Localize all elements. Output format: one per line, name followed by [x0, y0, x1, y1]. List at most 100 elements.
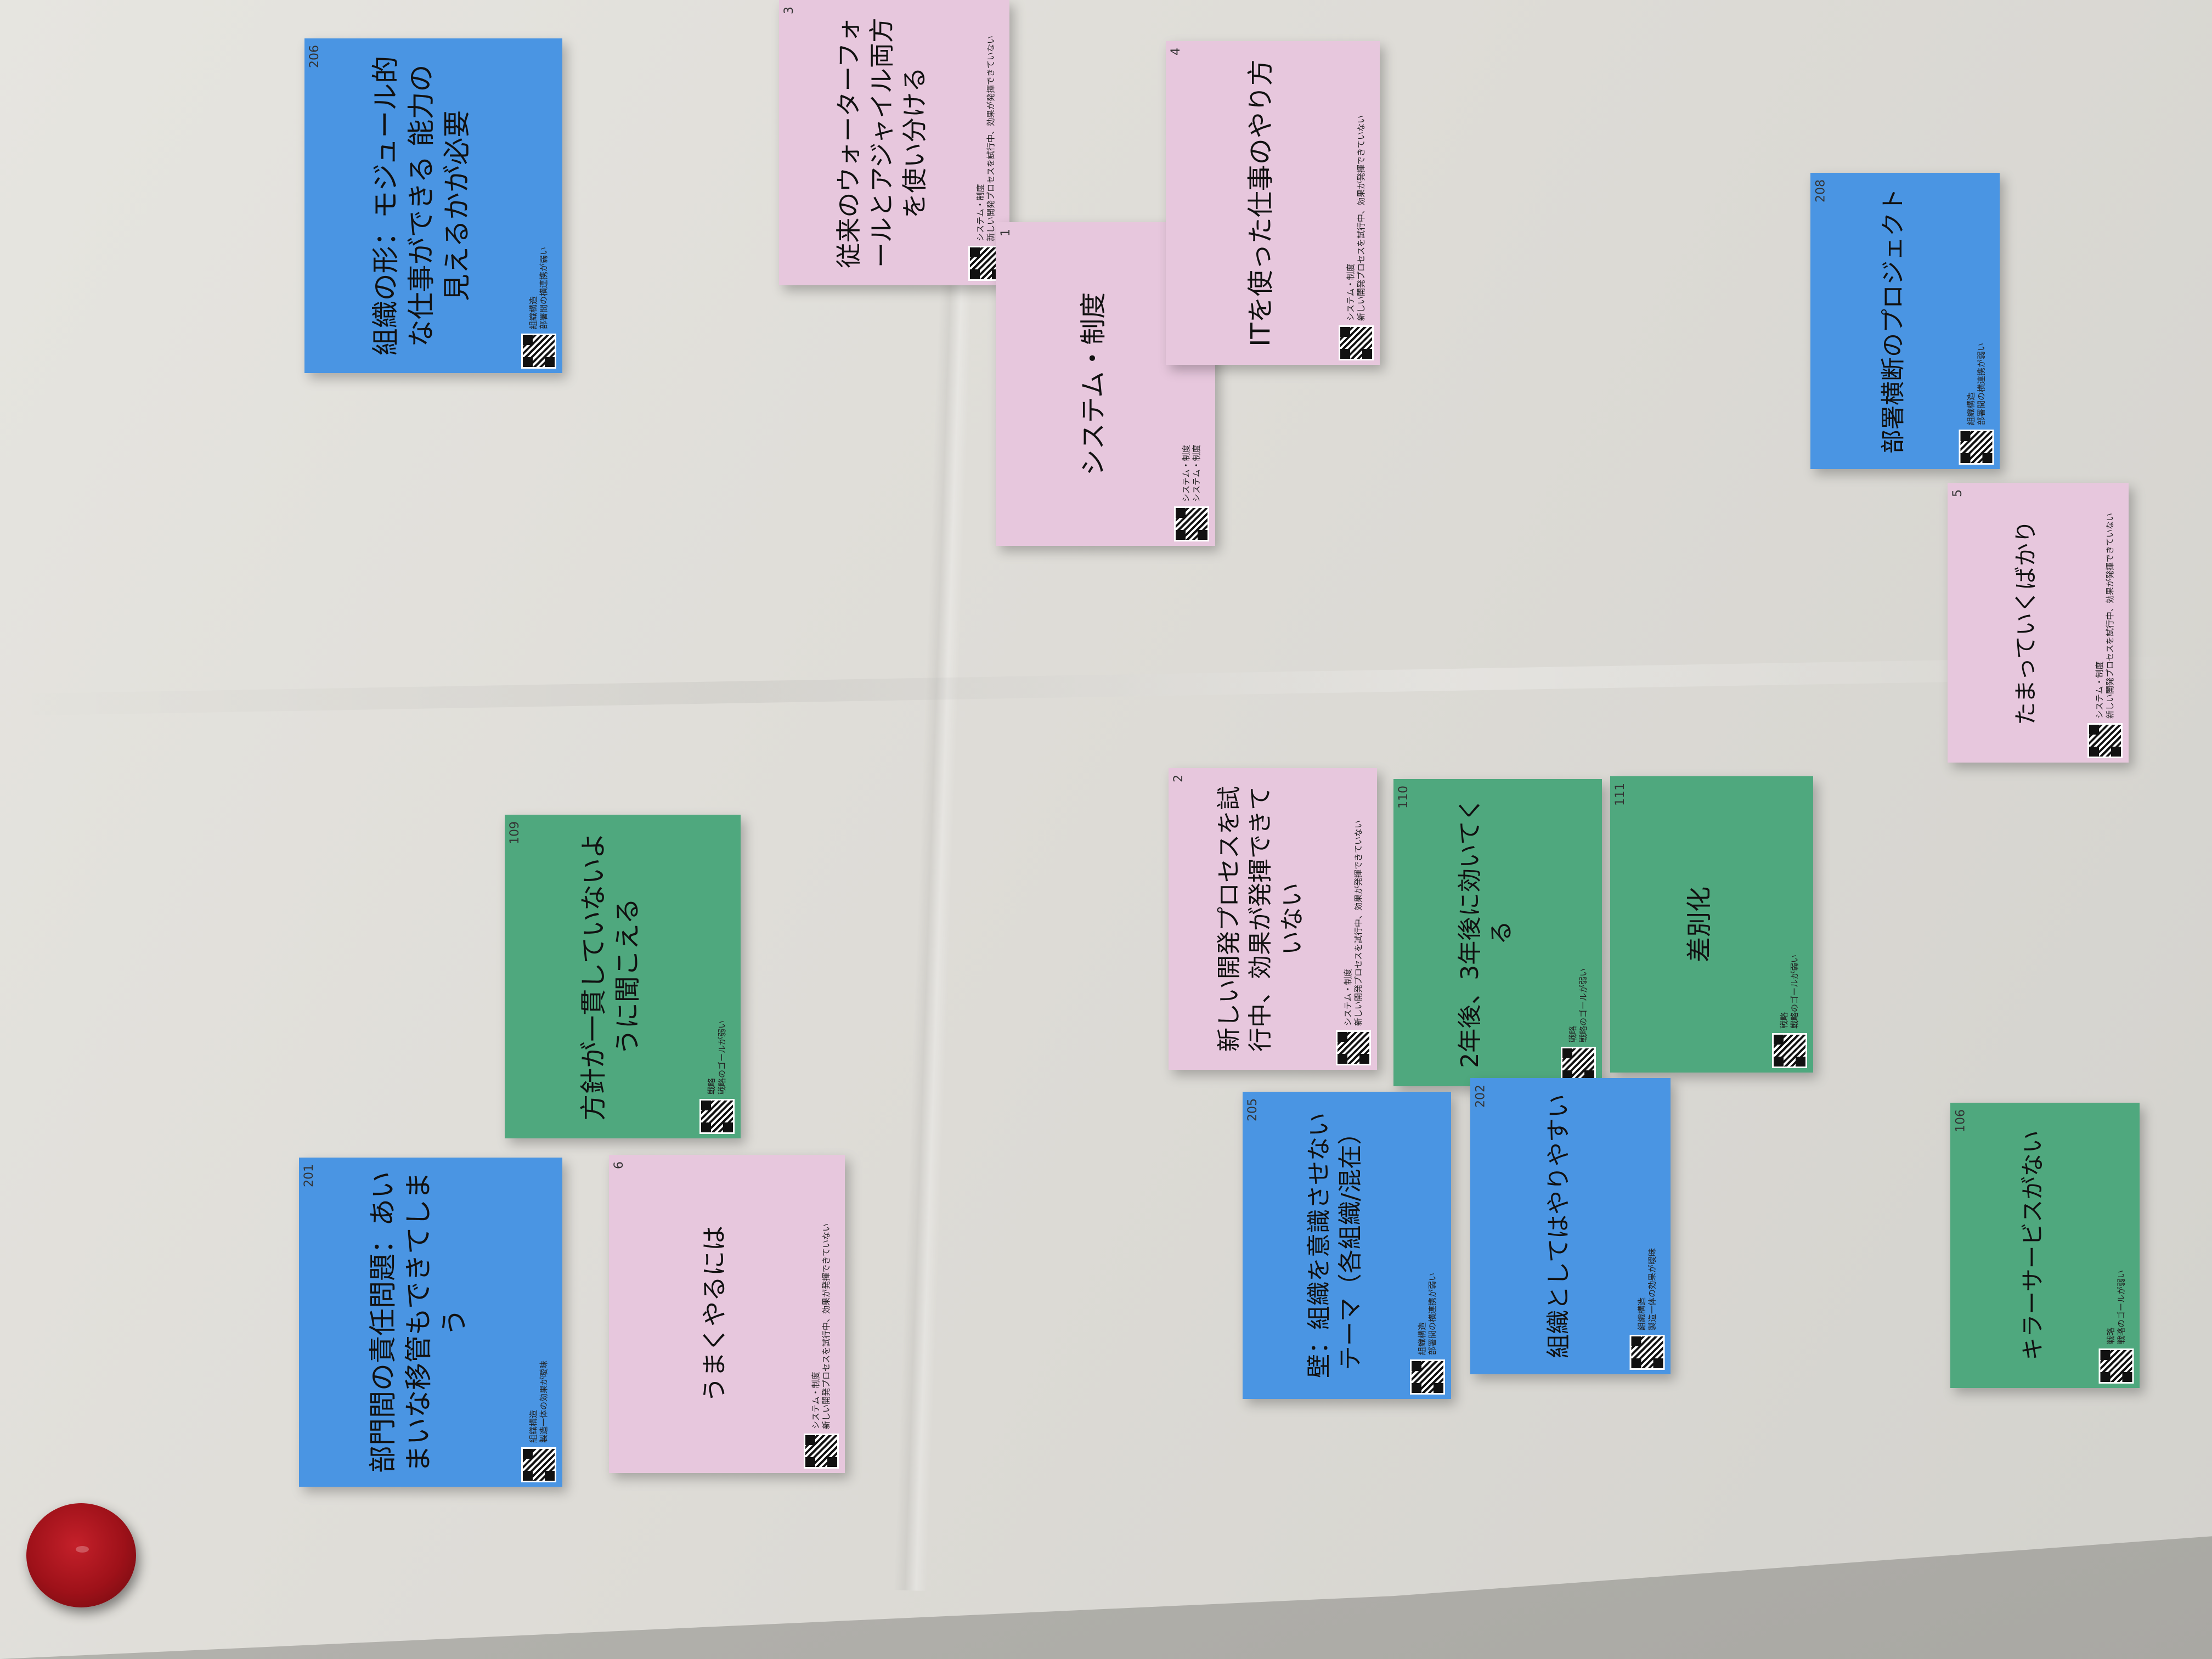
sticky-note[interactable]: 202 組織としてはやりやすい 組織構造製造一体の効果が曖昧	[1470, 1078, 1671, 1374]
qr-code-icon	[2098, 1348, 2134, 1384]
note-subcategory: 新しい開発プロセスを試行中、効果が発揮できていない	[2105, 512, 2115, 719]
note-text: 新しい開発プロセスを試行中、効果が発揮できていない	[1215, 786, 1306, 1052]
note-text: ITを使った仕事のやり方	[1245, 59, 1276, 347]
note-subcategory: 新しい開発プロセスを試行中、効果が発揮できていない	[821, 1223, 831, 1429]
note-category: システム・制度	[1181, 444, 1192, 502]
note-subcategory: 戦略のゴールが弱い	[717, 1020, 727, 1094]
sticky-note[interactable]: 4 ITを使った仕事のやり方 システム・制度新しい開発プロセスを試行中、効果が発…	[1166, 41, 1380, 365]
sticky-note[interactable]: 106 キラーサービスがない 戦略戦略のゴールが弱い	[1950, 1103, 2140, 1388]
qr-code-icon	[1629, 1335, 1664, 1370]
note-footer: 組織構造製造一体の効果が曖昧	[520, 1158, 562, 1487]
note-footer: 戦略戦略のゴールが弱い	[1559, 779, 1602, 1086]
sticky-note[interactable]: 2 新しい開発プロセスを試行中、効果が発揮できていない システム・制度新しい開発…	[1169, 768, 1377, 1070]
note-id: 202	[1474, 1085, 1487, 1108]
note-subcategory: 戦略のゴールが弱い	[1578, 968, 1588, 1042]
note-id: 205	[1246, 1098, 1260, 1121]
note-category: 戦略	[707, 1077, 717, 1094]
note-category: システム・制度	[2095, 661, 2105, 719]
note-category: 組織構造	[1637, 1297, 1647, 1330]
note-category: システム・制度	[1343, 968, 1353, 1026]
note-text: 方針が一貫していないように聞こえる	[578, 832, 643, 1121]
note-id: 1	[999, 229, 1013, 236]
note-text: 差別化	[1684, 887, 1714, 962]
note-text: 壁：組織を意識させないテーマ（各組織/混在）	[1305, 1113, 1364, 1378]
qr-code-icon	[1410, 1359, 1445, 1395]
sticky-note[interactable]: 5 たまっていくばかり システム・制度新しい開発プロセスを試行中、効果が発揮でき…	[1948, 483, 2129, 763]
note-subcategory: 部署間の横連携が弱い	[1976, 342, 1986, 425]
note-category: システム・制度	[975, 184, 986, 241]
note-id: 109	[508, 821, 522, 844]
paper-crease	[0, 655, 2212, 716]
qr-code-icon	[1959, 430, 1994, 465]
note-subcategory: 新しい開発プロセスを試行中、効果が発揮できていない	[1353, 820, 1363, 1026]
qr-code-icon	[521, 334, 556, 369]
note-footer: システム・制度新しい開発プロセスを試行中、効果が発揮できていない	[1337, 41, 1380, 365]
sticky-note[interactable]: 109 方針が一貫していないように聞こえる 戦略戦略のゴールが弱い	[505, 815, 741, 1138]
sticky-note[interactable]: 201 部門間の責任問題：あいまいな移管もできてしまう 組織構造製造一体の効果が…	[299, 1158, 562, 1487]
note-text: 部門間の責任問題：あいまいな移管もできてしまう	[366, 1171, 470, 1473]
note-subcategory: 戦略のゴールが弱い	[2116, 1269, 2126, 1344]
qr-code-icon	[1339, 325, 1374, 360]
note-subcategory: 新しい開発プロセスを試行中、効果が発揮できていない	[986, 35, 996, 241]
note-text: 2年後、3年後に効いてくる	[1455, 797, 1515, 1068]
note-id: 3	[782, 7, 796, 14]
qr-code-icon	[521, 1447, 556, 1482]
sticky-note[interactable]: 3 従来のウォーターフォールとアジャイル両方を使い分ける システム・制度新しい開…	[779, 0, 1009, 285]
note-category: 戦略	[1568, 1025, 1578, 1042]
note-id: 6	[612, 1161, 626, 1169]
note-id: 201	[302, 1164, 316, 1187]
note-subcategory: システム・制度	[1192, 444, 1201, 502]
note-footer: 組織構造部署間の横連携が弱い	[1957, 173, 2000, 469]
note-footer: 組織構造部署間の横連携が弱い	[1408, 1092, 1451, 1399]
note-category: システム・制度	[811, 1372, 821, 1429]
note-text: 部署横断のプロジェクト	[1878, 188, 1907, 454]
note-text: システム・制度	[1077, 292, 1109, 476]
note-text: たまっていくばかり	[2012, 520, 2039, 725]
note-id: 206	[308, 45, 321, 68]
note-footer: システム・制度新しい開発プロセスを試行中、効果が発揮できていない	[802, 1155, 845, 1473]
sticky-note[interactable]: 111 差別化 戦略戦略のゴールが弱い	[1610, 776, 1813, 1073]
note-footer: システム・制度新しい開発プロセスを試行中、効果が発揮できていない	[2086, 483, 2129, 763]
qr-code-icon	[1561, 1047, 1596, 1082]
note-subcategory: 製造一体の効果が曖昧	[539, 1360, 549, 1443]
note-text: 組織としてはやりやすい	[1544, 1094, 1572, 1358]
note-subcategory: 新しい開発プロセスを試行中、効果が発揮できていない	[1356, 115, 1366, 321]
red-magnet	[26, 1503, 136, 1607]
note-subcategory: 部署間の横連携が弱い	[539, 246, 549, 329]
sticky-note[interactable]: 208 部署横断のプロジェクト 組織構造部署間の横連携が弱い	[1810, 173, 2000, 469]
sticky-note[interactable]: 6 うまくやるには システム・制度新しい開発プロセスを試行中、効果が発揮できてい…	[609, 1155, 845, 1473]
qr-code-icon	[699, 1099, 735, 1134]
note-category: システム・制度	[1346, 263, 1356, 321]
note-id: 208	[1814, 179, 1827, 202]
note-category: 組織構造	[1417, 1322, 1427, 1355]
note-footer: 戦略戦略のゴールが弱い	[2097, 1103, 2140, 1388]
note-id: 111	[1613, 783, 1627, 806]
note-footer: 組織構造製造一体の効果が曖昧	[1628, 1078, 1671, 1374]
note-text: 組織の形：モジュール的な仕事ができる 能力の見えるかが必要	[369, 55, 473, 356]
note-footer: 戦略戦略のゴールが弱い	[698, 815, 741, 1138]
note-text: うまくやるには	[699, 1226, 730, 1402]
note-subcategory: 製造一体の効果が曖昧	[1647, 1248, 1657, 1330]
note-footer: 戦略戦略のゴールが弱い	[1770, 776, 1813, 1073]
qr-code-icon	[1174, 506, 1209, 541]
sticky-note[interactable]: 205 壁：組織を意識させないテーマ（各組織/混在） 組織構造部署間の横連携が弱…	[1243, 1092, 1451, 1399]
sticky-note[interactable]: 206 組織の形：モジュール的な仕事ができる 能力の見えるかが必要 組織構造部署…	[304, 38, 562, 373]
note-subcategory: 部署間の横連携が弱い	[1427, 1272, 1437, 1355]
note-text: キラーサービスがない	[2019, 1130, 2046, 1361]
note-id: 110	[1397, 786, 1410, 809]
note-category: 組織構造	[528, 1409, 539, 1443]
sticky-note[interactable]: 110 2年後、3年後に効いてくる 戦略戦略のゴールが弱い	[1393, 779, 1602, 1086]
note-id: 106	[1954, 1109, 1967, 1132]
note-id: 4	[1169, 48, 1183, 55]
note-category: 戦略	[1779, 1012, 1790, 1029]
note-text: 従来のウォーターフォールとアジャイル両方を使い分ける	[834, 17, 929, 268]
qr-code-icon	[2087, 723, 2123, 758]
note-subcategory: 戦略のゴールが弱い	[1790, 954, 1799, 1029]
note-id: 5	[1951, 489, 1965, 497]
note-id: 2	[1172, 775, 1186, 782]
qr-code-icon	[1336, 1030, 1371, 1065]
note-category: 戦略	[2106, 1327, 2116, 1344]
qr-code-icon	[1772, 1033, 1807, 1068]
note-category: 組織構造	[528, 296, 539, 329]
